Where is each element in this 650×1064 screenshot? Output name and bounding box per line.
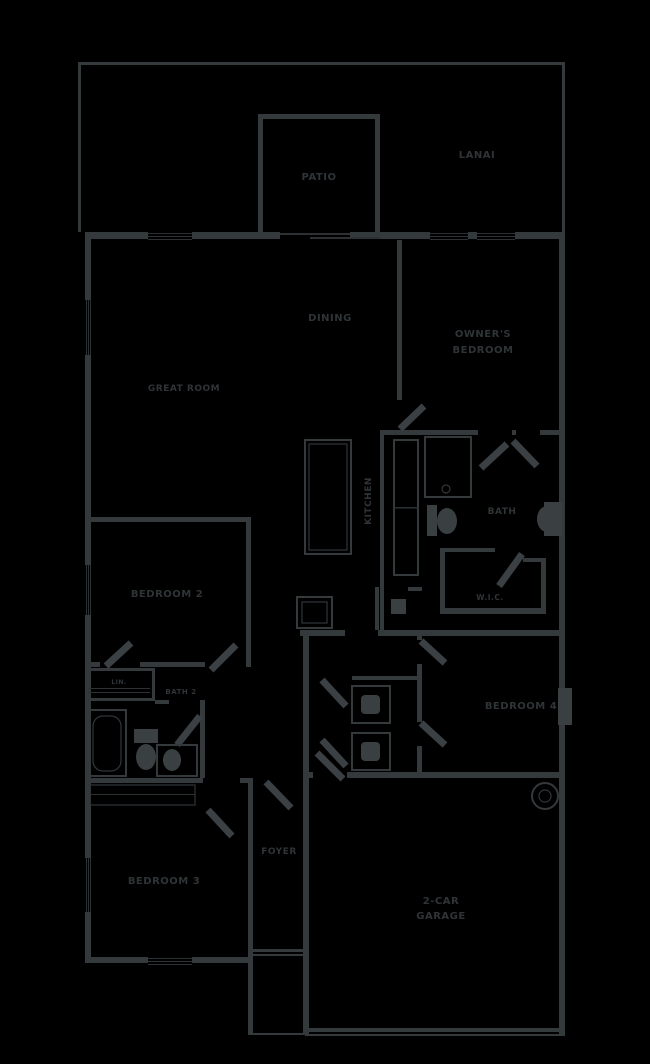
bath2-label: BATH 2 (165, 688, 196, 696)
refrigerator-inner (301, 601, 328, 624)
bedroom4-label: BEDROOM 4 (485, 701, 557, 712)
owners-bedroom-label-line2: BEDROOM (453, 345, 514, 356)
lanai-label: LANAI (459, 150, 495, 161)
kitchen-label: KITCHEN (364, 477, 374, 525)
toilet-tank (427, 505, 437, 536)
shower-drain-icon (441, 484, 451, 494)
bedroom3-closet (89, 784, 196, 806)
great-room-label: GREAT ROOM (148, 384, 220, 394)
owners-bedroom-label-line1: OWNER'S (455, 329, 511, 340)
toilet-bowl (437, 508, 457, 534)
vanity2-counter (156, 744, 198, 777)
interior-walls (85, 240, 565, 1035)
vanity2-sink (163, 749, 181, 771)
bedroom2-label: BEDROOM 2 (131, 589, 203, 600)
patio-label: PATIO (302, 172, 337, 183)
foyer-label: FOYER (261, 847, 297, 857)
toilet2-bowl (136, 744, 156, 770)
laundry-fixtures (351, 685, 391, 771)
bathtub (87, 709, 127, 777)
toilet2-tank (134, 729, 158, 743)
bath2-fixtures (87, 709, 198, 777)
wic-label: W.I.C. (476, 593, 504, 602)
water-heater-inner (538, 789, 552, 803)
bathtub-basin (92, 715, 122, 772)
kitchen-island (304, 439, 352, 555)
bedroom3-label: BEDROOM 3 (128, 876, 200, 887)
water-heater (531, 782, 559, 810)
vanity-divider (394, 507, 418, 509)
kitchen-fixtures (296, 596, 406, 629)
island-counter (304, 439, 352, 555)
door-leaves (103, 403, 540, 839)
linen-label: LIN. (111, 679, 126, 686)
pantry-shelf-box (391, 599, 406, 614)
washer-drum (361, 695, 380, 714)
dryer-drum (361, 742, 380, 761)
dining-label: DINING (308, 313, 352, 324)
closet-rod (90, 794, 195, 795)
owners-bath-label: BATH (488, 507, 517, 517)
owners-bath-fixtures (393, 436, 562, 576)
garage-label-line2: GARAGE (416, 911, 465, 922)
island-counter-inner (308, 443, 348, 551)
garage-label-line1: 2-CAR (423, 896, 459, 907)
shower-stall (424, 436, 472, 498)
bedroom4-window (558, 688, 572, 725)
refrigerator (296, 596, 333, 629)
pedestal-sink-bowl (537, 506, 557, 532)
washer (351, 685, 391, 724)
dryer (351, 732, 391, 771)
utility-fixtures (531, 688, 572, 810)
